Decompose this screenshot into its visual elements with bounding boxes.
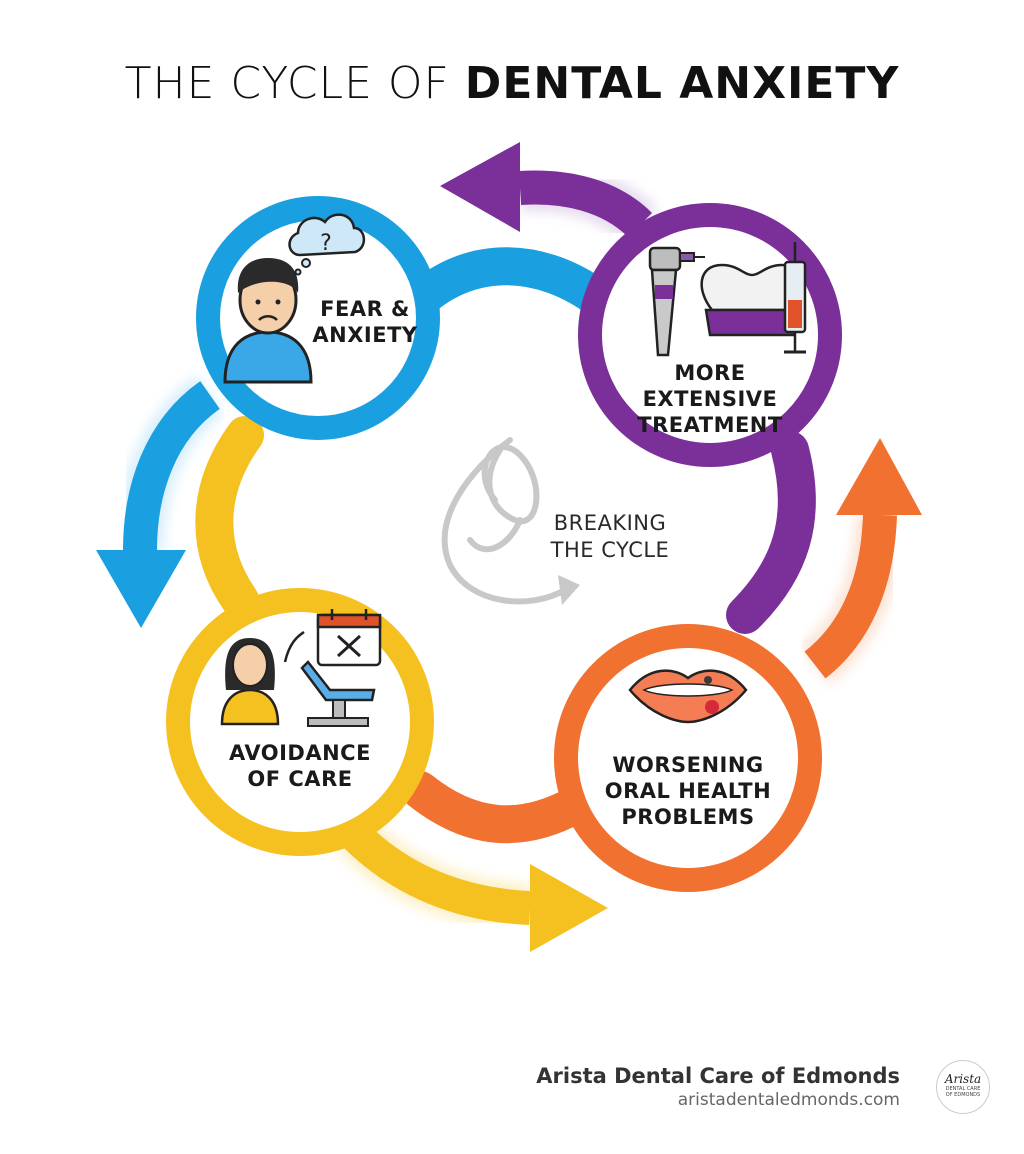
fear-label: FEAR & ANXIETY bbox=[310, 296, 420, 348]
title-bold: DENTAL ANXIETY bbox=[464, 58, 900, 109]
connector-avoidance-to-worsening bbox=[401, 771, 594, 844]
calendar-cancel-icon bbox=[316, 609, 382, 667]
connector-treatment-to-worsening bbox=[726, 431, 816, 634]
arrow-blue bbox=[96, 375, 225, 628]
arrow-yellow bbox=[338, 817, 608, 952]
arrow-purple bbox=[440, 142, 657, 243]
practice-logo: Arista DENTAL CARE OF EDMONDS bbox=[936, 1060, 990, 1114]
fear-label-line1: FEAR & bbox=[320, 297, 410, 321]
page-title: THE CYCLE OF DENTAL ANXIETY bbox=[0, 58, 1024, 109]
center-label-line2: THE CYCLE bbox=[550, 538, 670, 562]
title-light: THE CYCLE OF bbox=[124, 58, 465, 109]
center-label-line1: BREAKING bbox=[553, 511, 667, 535]
worsening-label: WORSENING ORAL HEALTH PROBLEMS bbox=[598, 752, 778, 830]
fear-label-line2: ANXIETY bbox=[312, 323, 418, 347]
footer-practice-name: Arista Dental Care of Edmonds bbox=[536, 1064, 900, 1088]
treatment-label: MORE EXTENSIVE TREATMENT bbox=[620, 360, 800, 438]
arrow-orange bbox=[799, 438, 922, 684]
question-cloud-icon: ? bbox=[288, 213, 366, 276]
connector-fear-to-treatment bbox=[401, 247, 619, 319]
dental-drill-icon bbox=[648, 246, 705, 357]
worsening-circle bbox=[554, 624, 822, 892]
worsening-label-line3: PROBLEMS bbox=[621, 805, 755, 829]
woman-icon bbox=[220, 638, 280, 726]
worsening-label-line2: ORAL HEALTH bbox=[604, 779, 772, 803]
lips-icon bbox=[628, 669, 748, 724]
person-worried-icon bbox=[223, 258, 313, 384]
dental-chair-icon bbox=[283, 630, 376, 727]
worsening-label-line1: WORSENING bbox=[612, 753, 764, 777]
svg-text:?: ? bbox=[320, 231, 332, 256]
avoidance-label: AVOIDANCE OF CARE bbox=[215, 740, 385, 792]
avoidance-label-line1: AVOIDANCE bbox=[229, 741, 371, 765]
treatment-label-line2: EXTENSIVE bbox=[642, 387, 778, 411]
logo-small-2: OF EDMONDS bbox=[945, 1092, 981, 1098]
treatment-label-line1: MORE bbox=[674, 361, 746, 385]
syringe-icon bbox=[783, 242, 807, 354]
treatment-label-line3: TREATMENT bbox=[637, 413, 783, 437]
connector-fear-to-avoidance bbox=[195, 416, 264, 619]
center-label: BREAKING THE CYCLE bbox=[520, 510, 700, 564]
footer-url[interactable]: aristadentaledmonds.com bbox=[677, 1090, 900, 1110]
avoidance-label-line2: OF CARE bbox=[247, 767, 353, 791]
knot-cycle-icon bbox=[441, 437, 580, 605]
avoidance-circle bbox=[166, 588, 434, 856]
logo-script: Arista bbox=[944, 1072, 982, 1086]
logo-small-1: DENTAL CARE bbox=[945, 1086, 981, 1092]
